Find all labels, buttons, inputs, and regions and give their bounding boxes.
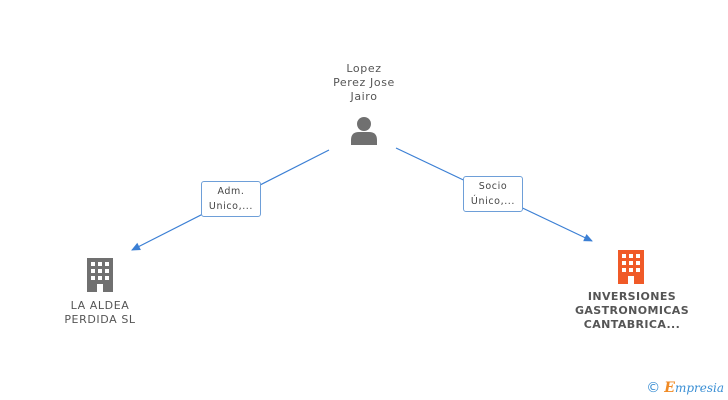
relation-label-line: Adm.	[217, 186, 245, 197]
brand-logo: Empresia	[664, 380, 724, 396]
relation-label-socio-unico[interactable]: Socio Único,...	[463, 176, 523, 212]
person-name-line: Jairo	[350, 90, 378, 103]
company-name-inversiones[interactable]: INVERSIONES GASTRONOMICAS CANTABRICA...	[552, 290, 712, 332]
brand-rest: mpresia	[674, 381, 724, 395]
brand-initial: E	[664, 380, 675, 396]
person-name[interactable]: Lopez Perez Jose Jairo	[314, 62, 414, 104]
person-name-line: Lopez	[346, 62, 382, 75]
copyright-icon: ©	[646, 380, 661, 396]
brand-watermark: © Empresia	[646, 380, 724, 396]
company-name-line: INVERSIONES	[587, 290, 677, 303]
company-name-la-aldea[interactable]: LA ALDEA PERDIDA SL	[40, 299, 160, 327]
relation-label-adm-unico[interactable]: Adm. Unico,...	[201, 181, 261, 217]
relation-label-line: Socio	[478, 181, 508, 192]
building-icon[interactable]	[617, 250, 645, 284]
company-name-line: GASTRONOMICAS	[574, 304, 690, 317]
person-icon[interactable]	[350, 116, 378, 145]
relation-label-line: Único,...	[470, 196, 516, 207]
building-icon[interactable]	[86, 258, 114, 292]
company-name-line: LA ALDEA	[70, 299, 130, 312]
company-name-line: PERDIDA SL	[64, 313, 136, 326]
relation-label-line: Unico,...	[208, 201, 254, 212]
company-name-line: CANTABRICA...	[583, 318, 681, 331]
person-name-line: Perez Jose	[333, 76, 395, 89]
